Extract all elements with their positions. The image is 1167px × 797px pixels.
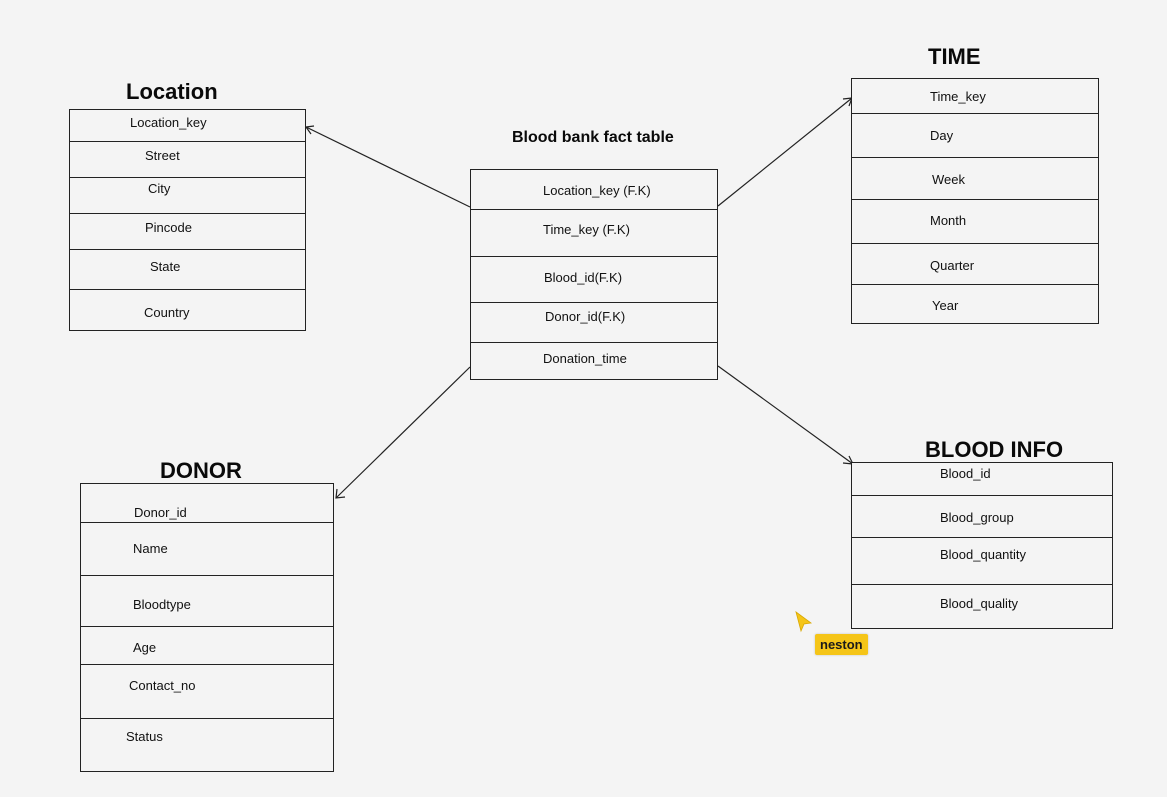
fact-cell: Donation_time [543, 351, 627, 366]
blood-info-cell: Blood_group [940, 510, 1014, 525]
donor-row: Name [81, 523, 333, 576]
time-cell: Week [932, 172, 965, 187]
location-cell: State [150, 259, 181, 274]
donor-cell: Donor_id [134, 505, 187, 520]
donor-cell: Contact_no [129, 678, 196, 693]
location-cell: Pincode [145, 220, 192, 235]
donor-cell: Age [133, 640, 157, 655]
collaborator-cursor-icon [795, 611, 813, 633]
location-row: City [70, 178, 305, 214]
time-row: Time_key [852, 79, 1098, 114]
donor-row: Contact_no [81, 665, 333, 719]
fact-table-title: Blood bank fact table [512, 129, 674, 146]
fact-row-time-key: Time_key (F.K) [471, 210, 717, 257]
location-title: Location [126, 79, 218, 104]
donor-cell: Status [126, 729, 163, 744]
time-cell: Year [932, 298, 959, 313]
time-row: Day [852, 114, 1098, 158]
location-row: Country [70, 290, 305, 332]
fact-cell: Time_key (F.K) [543, 222, 630, 237]
fact-table: Location_key (F.K) Time_key (F.K) Blood_… [470, 169, 718, 380]
location-table: Location_key Street City Pincode State C… [69, 109, 306, 331]
location-row: Pincode [70, 214, 305, 250]
blood-info-title: BLOOD INFO [925, 437, 1064, 462]
fact-row-location-key: Location_key (F.K) [471, 170, 717, 210]
arrow-to-location [305, 126, 471, 208]
fact-row-blood-id: Blood_id(F.K) [471, 257, 717, 303]
location-cell: Location_key [130, 115, 207, 130]
blood-info-table: Blood_id Blood_group Blood_quantity Bloo… [851, 462, 1113, 629]
location-row: Location_key [70, 110, 305, 142]
arrow-to-blood-info [717, 365, 854, 465]
location-cell: Country [144, 305, 190, 320]
donor-row: Donor_id [81, 484, 333, 523]
time-cell: Month [930, 213, 967, 228]
fact-row-donor-id: Donor_id(F.K) [471, 303, 717, 343]
donor-cell: Bloodtype [133, 597, 191, 612]
donor-row: Age [81, 627, 333, 665]
fact-cell: Donor_id(F.K) [545, 309, 626, 324]
time-cell: Time_key [930, 89, 986, 104]
blood-info-row: Blood_quantity [852, 538, 1112, 585]
blood-info-cell: Blood_id [940, 466, 991, 481]
time-row: Month [852, 200, 1098, 244]
donor-row: Bloodtype [81, 576, 333, 627]
time-row: Quarter [852, 244, 1098, 285]
donor-table: Donor_id Name Bloodtype Age Contact_no S… [80, 483, 334, 772]
donor-row: Status [81, 719, 333, 773]
blood-info-row: Blood_quality [852, 585, 1112, 630]
blood-info-row: Blood_group [852, 496, 1112, 538]
blood-info-row: Blood_id [852, 463, 1112, 496]
time-table: Time_key Day Week Month Quarter Year [851, 78, 1099, 324]
time-title: TIME [928, 44, 981, 69]
fact-cell: Location_key (F.K) [543, 183, 651, 198]
collaborator-name-tag: neston [815, 634, 868, 655]
donor-cell: Name [133, 541, 168, 556]
donor-title: DONOR [160, 458, 242, 483]
blood-info-cell: Blood_quantity [940, 547, 1027, 562]
blood-info-cell: Blood_quality [940, 596, 1019, 611]
location-cell: Street [145, 148, 180, 163]
time-row: Year [852, 285, 1098, 325]
time-row: Week [852, 158, 1098, 200]
time-cell: Day [930, 128, 954, 143]
arrow-to-donor [335, 366, 471, 499]
fact-cell: Blood_id(F.K) [544, 270, 623, 285]
location-cell: City [148, 181, 171, 196]
location-row: Street [70, 142, 305, 178]
time-cell: Quarter [930, 258, 975, 273]
fact-row-donation-time: Donation_time [471, 343, 717, 381]
location-row: State [70, 250, 305, 290]
arrow-to-time [717, 97, 853, 207]
